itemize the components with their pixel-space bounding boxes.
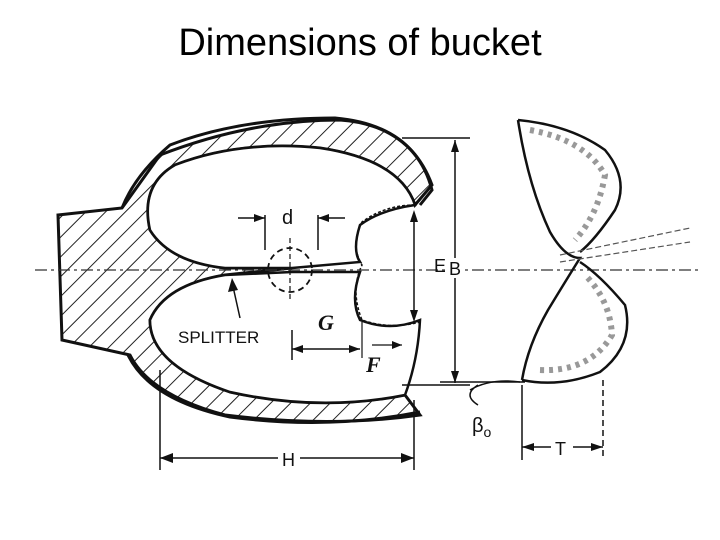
bucket-diagram: d SPLITTER G F E B H βo T [35, 116, 700, 470]
label-splitter: SPLITTER [178, 328, 259, 347]
label-h: H [282, 450, 295, 470]
bucket-lower-cup [148, 270, 422, 405]
beta-angle-arc [469, 380, 521, 406]
label-f: F [365, 352, 381, 377]
bucket-outer-outline [120, 116, 434, 424]
label-t: T [555, 439, 566, 459]
jet-cone [559, 227, 691, 263]
label-e: E [434, 256, 446, 276]
bucket-side-shading [529, 127, 616, 374]
label-b: B [449, 259, 461, 279]
bucket-lip-cutout [355, 204, 421, 327]
label-d: d [282, 207, 293, 229]
bucket-upper-cup [146, 144, 417, 270]
label-g: G [318, 310, 334, 335]
label-beta: βo [472, 415, 492, 440]
slide-title: Dimensions of bucket [178, 22, 542, 64]
bucket-side-view [516, 118, 629, 384]
